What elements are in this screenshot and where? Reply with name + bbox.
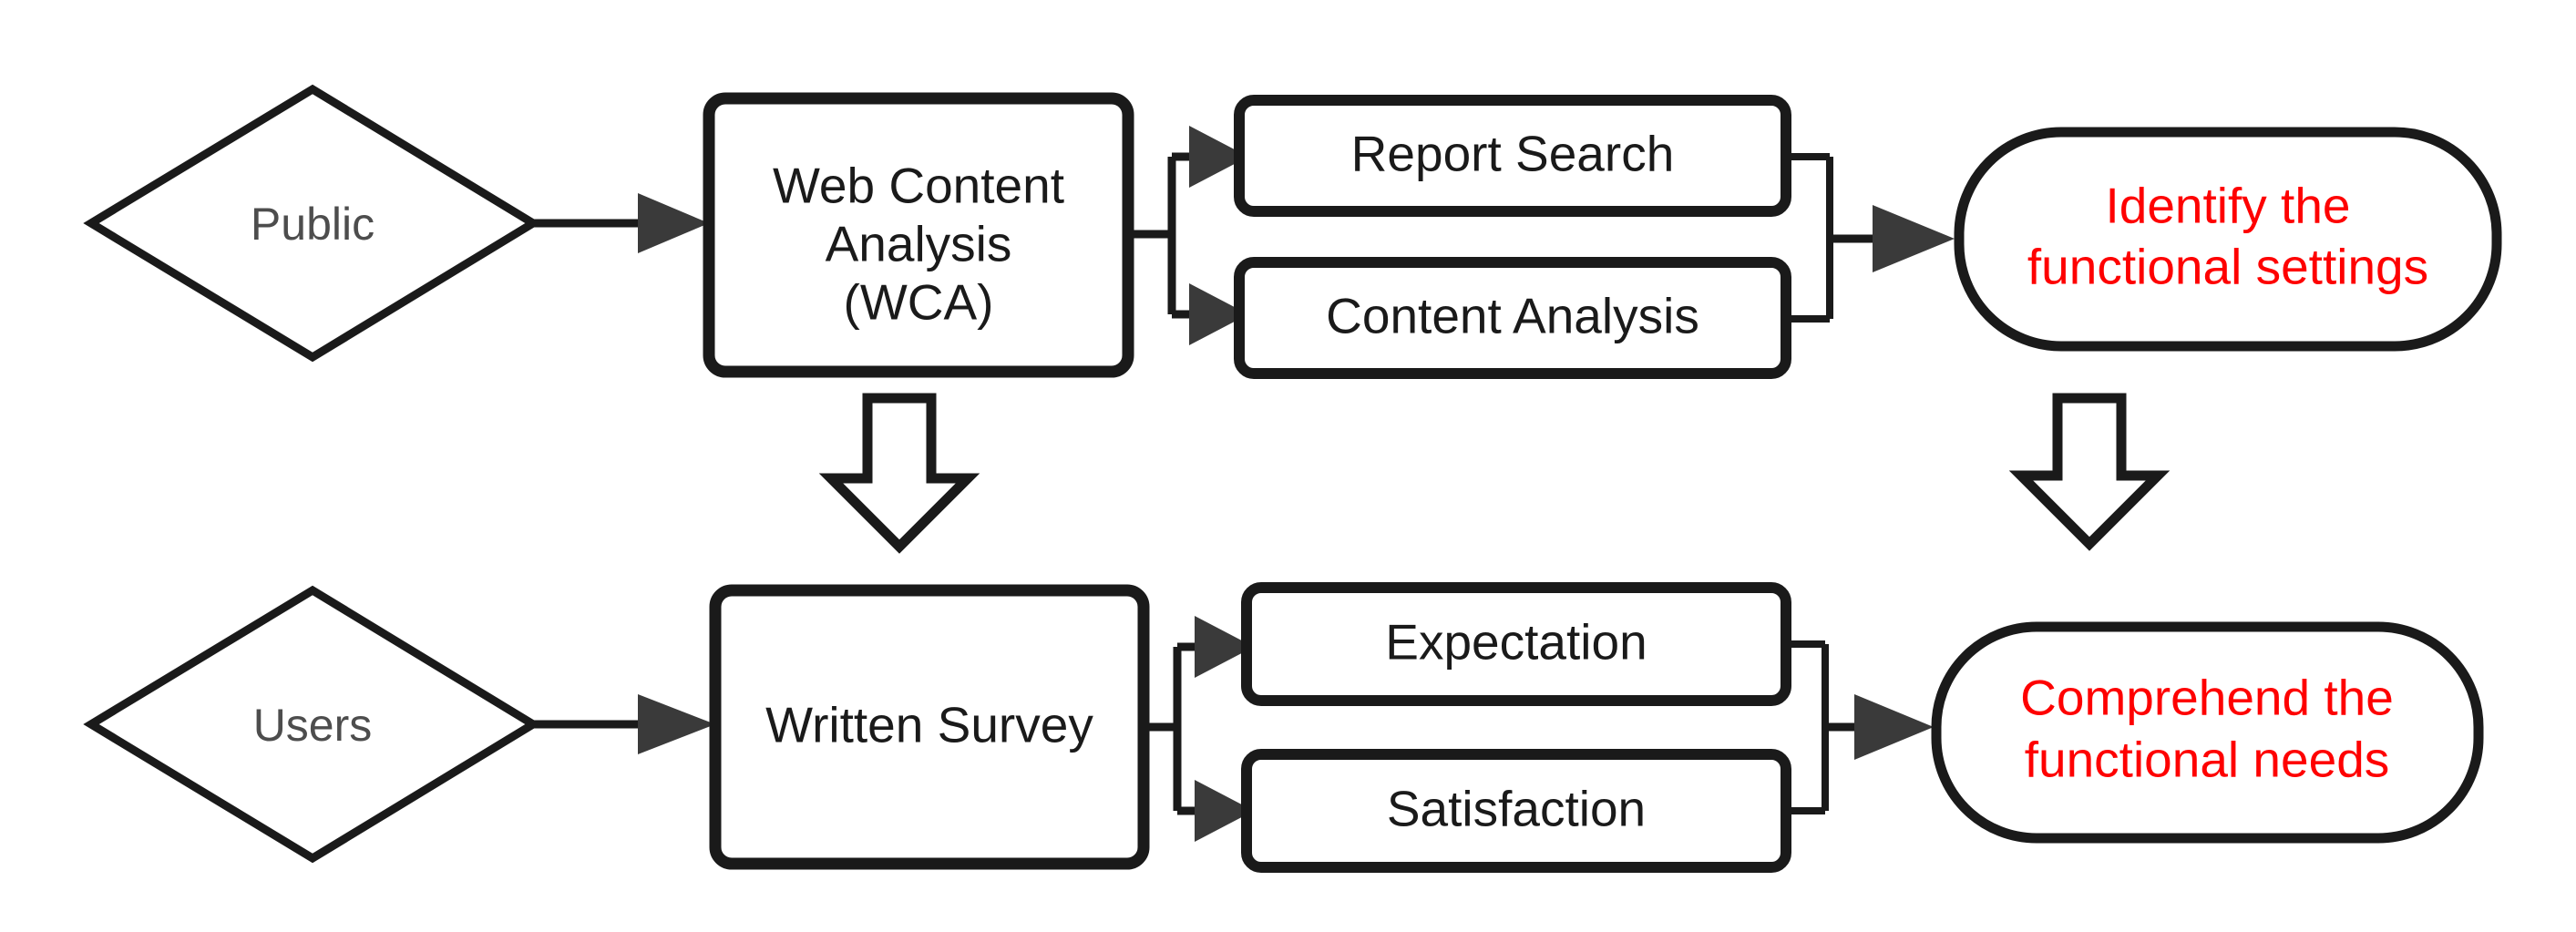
arrowhead-merge-to-comprehend (1854, 694, 1934, 760)
identify-settings-shape (1954, 127, 2502, 352)
wca-label-line-3: (WCA) (844, 274, 994, 331)
comprehend-needs-shape (1931, 621, 2484, 844)
connector-top-merge (1786, 153, 1955, 323)
arrowhead-wca-to-report-search (1189, 126, 1248, 188)
public-label: Public (251, 199, 375, 250)
identify-settings-label-line-2: functional settings (2027, 239, 2428, 295)
identify-settings-label-line-1: Identify the (2105, 178, 2350, 234)
connector-bottom-merge (1786, 640, 1934, 814)
arrowhead-wca-to-content-analysis (1189, 283, 1248, 345)
block-arrow-settings-to-needs (2008, 393, 2171, 551)
satisfaction-label: Satisfaction (1387, 781, 1646, 837)
down-block-arrow-icon-left (818, 393, 980, 554)
connector-wca-split (1128, 126, 1248, 345)
down-block-arrow-icon-right (2008, 393, 2171, 551)
arrowhead-public-to-wca (638, 193, 709, 253)
connector-users-to-survey (533, 694, 715, 754)
content-analysis-label: Content Analysis (1326, 288, 1699, 344)
node-comprehend-functional-needs[interactable]: Comprehend the functional needs (1931, 621, 2484, 844)
node-identify-functional-settings[interactable]: Identify the functional settings (1954, 127, 2502, 352)
comprehend-needs-label-line-1: Comprehend the (2020, 670, 2394, 726)
comprehend-needs-label-line-2: functional needs (2025, 732, 2390, 788)
arrowhead-survey-to-expectation (1195, 616, 1254, 678)
node-written-survey[interactable]: Written Survey (709, 584, 1150, 870)
wca-label-line-2: Analysis (826, 216, 1012, 272)
node-content-analysis[interactable]: Content Analysis (1234, 257, 1791, 379)
wca-label-line-1: Web Content (773, 158, 1064, 214)
node-public[interactable]: Public (83, 84, 541, 363)
users-label: Users (253, 700, 373, 751)
arrowhead-survey-to-satisfaction (1195, 780, 1254, 842)
node-satisfaction[interactable]: Satisfaction (1241, 749, 1791, 873)
node-expectation[interactable]: Expectation (1241, 582, 1791, 706)
connector-public-to-wca (533, 193, 709, 253)
node-wca[interactable]: Web Content Analysis (WCA) (703, 92, 1134, 378)
node-report-search[interactable]: Report Search (1234, 95, 1791, 217)
node-users[interactable]: Users (83, 585, 541, 864)
written-survey-label: Written Survey (765, 697, 1093, 753)
arrowhead-merge-to-identify (1873, 205, 1955, 272)
block-arrow-wca-to-survey (818, 393, 980, 554)
connector-survey-split (1144, 616, 1254, 842)
expectation-label: Expectation (1385, 614, 1647, 671)
arrowhead-users-to-survey (638, 694, 715, 754)
report-search-label: Report Search (1351, 126, 1675, 182)
